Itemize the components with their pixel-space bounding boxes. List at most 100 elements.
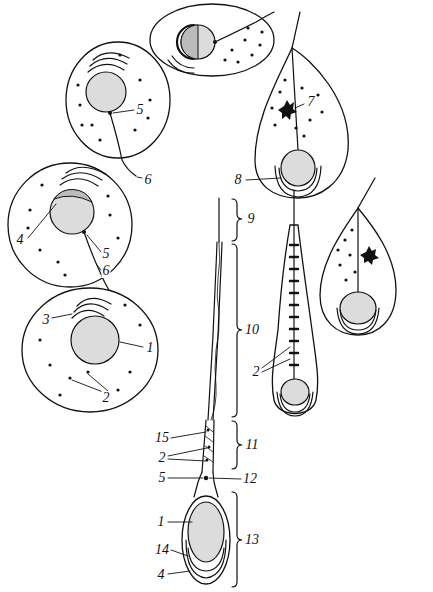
spermatid-cell — [72, 298, 111, 318]
spermatid-cell — [181, 25, 198, 59]
bracket — [232, 199, 242, 241]
spermatid-cell — [293, 190, 294, 380]
spermatid-cell — [337, 308, 379, 334]
spermatozoon — [188, 548, 224, 571]
spermatid-cell — [292, 12, 300, 150]
spermatid-cell — [278, 100, 297, 120]
spermatid-cell — [290, 245, 298, 365]
spermatid-cell — [308, 118, 311, 121]
callout-number: 2 — [158, 451, 167, 465]
spermatid-cell — [116, 236, 119, 239]
leader-line — [137, 177, 142, 178]
spermatid-cell — [78, 103, 81, 106]
spermatid-cell — [340, 292, 376, 324]
spermatid-cell — [40, 183, 43, 186]
spermatid-cell — [118, 53, 121, 56]
spermatid-cell — [123, 303, 126, 306]
spermatozoon — [207, 429, 210, 432]
spermatid-cell — [8, 163, 132, 292]
leader-line — [168, 522, 192, 523]
spermatid-cell — [38, 248, 41, 251]
leader-line — [28, 104, 304, 574]
spermatid-cell — [302, 134, 305, 137]
spermatid-cell — [146, 116, 149, 119]
spermatid-cell — [76, 83, 79, 86]
callout-number: 14 — [154, 543, 170, 557]
spermatozoon — [208, 446, 211, 449]
spermatid-cell — [22, 288, 158, 412]
spermatozoon — [188, 502, 224, 562]
spermatid-cell — [348, 253, 351, 256]
spermatid-cell — [88, 53, 129, 72]
spermatid-cell — [273, 123, 276, 126]
spermatid-cell — [294, 126, 297, 129]
spermatozoon — [204, 426, 213, 462]
spermatid-cell — [255, 12, 348, 198]
spermatid-cell — [320, 178, 396, 335]
callout-number: 5 — [102, 247, 111, 261]
spermatid-cell — [230, 48, 233, 51]
callout-number: 7 — [307, 95, 316, 109]
spermatid-cell — [148, 98, 151, 101]
bracket — [232, 421, 242, 469]
spermatid-cell — [281, 379, 309, 405]
leader-line — [171, 432, 206, 438]
spermatid-cell — [150, 4, 274, 76]
spermatozoon — [194, 472, 218, 497]
spermatid-cell — [84, 232, 110, 292]
callout-number: 6 — [102, 264, 111, 278]
spermatid-cell — [150, 4, 274, 76]
callout-number: 15 — [154, 431, 170, 445]
spermatid-cell — [8, 163, 132, 287]
leader-line — [209, 478, 241, 479]
spermatid-cell — [300, 86, 303, 89]
spermatid-cell — [48, 363, 51, 366]
callout-number: 6 — [144, 173, 153, 187]
spermatid-cell — [283, 78, 286, 81]
spermatozoon — [208, 242, 217, 420]
spermatid-cell — [246, 26, 249, 29]
spermatid-cell — [280, 394, 310, 412]
leader-line — [295, 104, 304, 108]
spermatid-cell — [255, 48, 348, 198]
spermatozoon — [218, 198, 219, 242]
spermatid-cell — [320, 110, 323, 113]
callout-number: 2 — [252, 365, 261, 379]
spermatid-cell — [353, 270, 356, 273]
callout-number: 1 — [157, 515, 166, 529]
callout-number: 13 — [244, 533, 260, 547]
spermatid-cell — [133, 128, 136, 131]
leader-line — [87, 235, 101, 252]
spermatid-cell — [343, 238, 346, 241]
spermatid-cell — [316, 93, 319, 96]
leader-line — [168, 478, 203, 479]
spermatid-cell — [360, 246, 379, 265]
callout-number: 12 — [242, 472, 258, 486]
spermatid-cell — [358, 178, 375, 292]
spermatid-cell — [344, 278, 347, 281]
spermatid-cell — [128, 370, 131, 373]
spermatid-cell — [275, 166, 321, 197]
spermatid-cell — [60, 167, 105, 186]
leader-line — [52, 314, 72, 318]
spermatid-cell — [223, 58, 226, 61]
spermatid-cell — [236, 60, 239, 63]
spermatid-cell — [108, 213, 111, 216]
leader-line — [28, 204, 56, 238]
spermatid-cell — [336, 248, 339, 251]
spermatid-cell — [272, 225, 317, 414]
callout-number: 5 — [158, 471, 167, 485]
spermatid-cell — [80, 123, 83, 126]
leader-line — [72, 374, 108, 392]
spermatid-cell — [260, 30, 263, 33]
spermatid-cell — [243, 38, 246, 41]
leader-line — [97, 265, 101, 270]
callout-number: 11 — [245, 438, 260, 452]
leader-line — [262, 347, 290, 372]
callout-number: 1 — [146, 341, 155, 355]
bracket — [232, 199, 242, 587]
spermatid-cell — [272, 190, 317, 416]
spermatozoon — [204, 476, 208, 480]
callout-number: 5 — [136, 103, 145, 117]
spermatid-cell — [26, 226, 29, 229]
